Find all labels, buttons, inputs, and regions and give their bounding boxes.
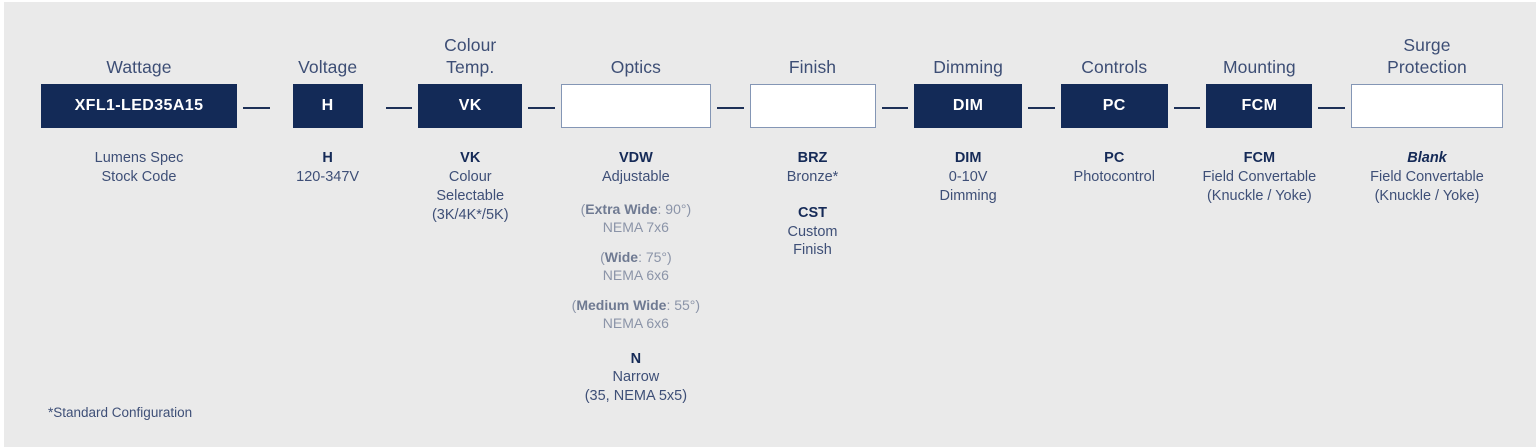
connector-line <box>243 16 270 132</box>
code-chip-voltage[interactable]: H <box>292 84 363 128</box>
option-vk: VK Colour Selectable (3K/4K*/5K) <box>411 149 529 224</box>
option-description: Bronze* <box>786 168 839 185</box>
beam-paren-open: ( <box>571 296 577 313</box>
option-dim: DIM 0-10V Dimming <box>907 149 1029 206</box>
option-pc: PC Photocontrol <box>1054 149 1175 187</box>
beam-name: Medium Wide <box>576 296 667 313</box>
connector-line <box>1173 16 1200 132</box>
option-list-dimming: DIM 0-10V Dimming <box>907 149 1029 206</box>
column-header-colour-temp: Colour Temp. <box>444 35 497 78</box>
code-chip-mounting[interactable]: FCM <box>1206 84 1313 128</box>
option-description: Narrow (35, NEMA 5x5) <box>584 369 688 405</box>
option-n: N Narrow (35, NEMA 5x5) <box>554 350 718 407</box>
column-header-voltage: Voltage <box>298 57 358 78</box>
column-header-wattage: Wattage <box>106 57 172 78</box>
option-description: Adjustable <box>602 168 670 185</box>
code-chip-controls[interactable]: PC <box>1060 84 1168 128</box>
connector-line <box>716 16 744 132</box>
option-code: PC <box>1104 150 1125 166</box>
option-brz: BRZ Bronze* <box>743 149 883 187</box>
option-description: Photocontrol <box>1073 168 1155 185</box>
column-header-controls: Controls <box>1081 57 1148 78</box>
option-code: FCM <box>1243 150 1276 166</box>
beam-paren-open: ( <box>600 248 605 265</box>
beam-nema: NEMA 6x6 <box>602 267 669 284</box>
option-description: Field Convertable (Knuckle / Yoke) <box>1370 168 1484 204</box>
option-list-mounting: FCM Field Convertable (Knuckle / Yoke) <box>1199 149 1319 206</box>
option-beam-medium-wide: (Medium Wide: 55°) <box>554 296 718 314</box>
code-column-colour-temp: Colour Temp. VK VK Colour Selectable (3K/4K… <box>411 16 529 224</box>
option-code: CST <box>798 204 827 221</box>
option-description: Field Convertable (Knuckle / Yoke) <box>1202 168 1317 204</box>
option-code: Blank <box>1407 150 1447 166</box>
option-description: 0-10V Dimming <box>939 168 997 204</box>
beam-nema: NEMA 6x6 <box>602 315 669 332</box>
code-chip-dimming[interactable]: DIM <box>914 84 1023 128</box>
option-cst: CST Custom Finish <box>743 204 883 261</box>
code-chip-surge-protection[interactable] <box>1351 84 1503 128</box>
beam-name: Extra Wide <box>585 200 658 217</box>
connector-line <box>528 16 555 132</box>
option-description: Custom Finish <box>787 223 838 259</box>
column-header-mounting: Mounting <box>1222 57 1296 78</box>
connector-line <box>1028 16 1055 132</box>
option-h: H 120-347V <box>269 149 387 187</box>
beam-angle: : 75°) <box>638 248 672 265</box>
option-list-voltage: H 120-347V <box>269 149 387 187</box>
option-default: Lumens Spec Stock Code <box>34 149 244 187</box>
connector-line <box>385 16 412 132</box>
beam-angle: : 55°) <box>666 296 701 313</box>
code-chip-wattage[interactable]: XFL1-LED35A15 <box>41 84 237 128</box>
connector-line <box>881 16 908 132</box>
beam-angle: : 90°) <box>657 200 692 217</box>
option-code: VDW <box>618 150 653 166</box>
option-list-wattage: Lumens Spec Stock Code <box>34 149 244 187</box>
column-header-optics: Optics <box>610 57 661 78</box>
beam-name: Wide <box>604 248 639 265</box>
code-chip-colour-temp[interactable]: VK <box>418 84 523 128</box>
column-header-finish: Finish <box>788 57 837 78</box>
code-chip-optics[interactable] <box>560 84 711 128</box>
column-header-dimming: Dimming <box>933 57 1003 78</box>
footnote-standard-configuration: *Standard Configuration <box>48 405 193 420</box>
beam-nema: NEMA 7x6 <box>602 219 669 236</box>
column-header-surge-protection: Surge Protection <box>1387 35 1467 78</box>
option-code: DIM <box>954 150 982 166</box>
option-code: VK <box>460 150 481 166</box>
option-code: H <box>322 150 333 166</box>
beam-paren-open: ( <box>580 200 586 217</box>
option-list-finish: BRZ Bronze* CST Custom Finish <box>743 149 883 260</box>
option-list-colour-temp: VK Colour Selectable (3K/4K*/5K) <box>411 149 529 224</box>
option-beam-wide: (Wide: 75°) <box>554 248 718 266</box>
option-description: Lumens Spec Stock Code <box>94 150 184 185</box>
option-code: N <box>630 350 642 367</box>
option-code: BRZ <box>797 150 828 166</box>
code-chip-finish[interactable] <box>749 84 876 128</box>
option-fcm: FCM Field Convertable (Knuckle / Yoke) <box>1199 149 1319 206</box>
connector-line <box>1318 16 1345 132</box>
option-description: Colour Selectable (3K/4K*/5K) <box>431 168 509 223</box>
option-list-controls: PC Photocontrol <box>1054 149 1175 187</box>
option-description: 120-347V <box>296 168 360 185</box>
option-beam-extra-wide: (Extra Wide: 90°) <box>554 200 718 218</box>
